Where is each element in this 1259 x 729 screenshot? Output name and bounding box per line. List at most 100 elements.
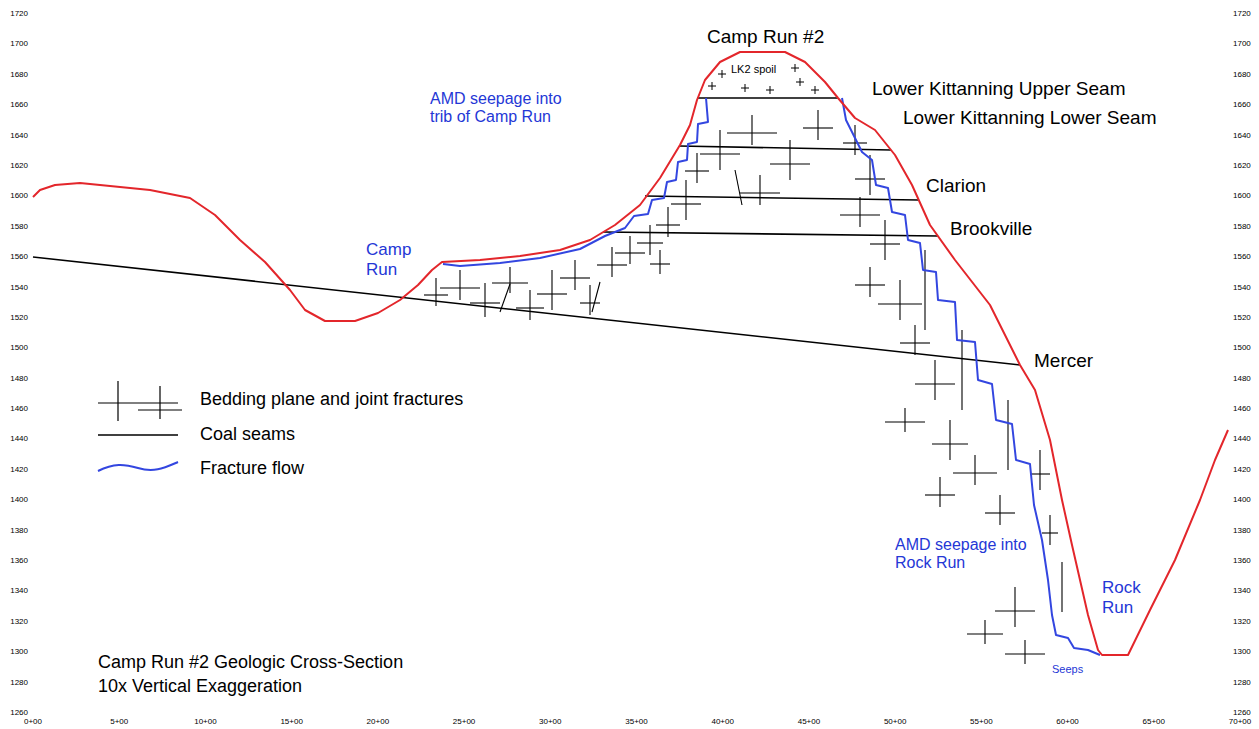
fracture-line <box>1005 653 1045 654</box>
fracture-line <box>537 293 567 294</box>
axis-tick-label: 1460 <box>0 404 28 413</box>
seepage-label: AMD seepage into Rock Run <box>895 536 1040 573</box>
axis-tick-label: 1360 <box>0 556 28 565</box>
fracture-line <box>914 325 915 355</box>
axis-tick-label: 0+00 <box>13 717 53 726</box>
axis-tick-label: 1340 <box>1233 586 1251 595</box>
fracture-line <box>789 140 790 180</box>
legend-swatch <box>98 462 178 471</box>
spoil-mark <box>708 82 716 90</box>
fracture-line <box>900 342 930 343</box>
axis-tick-label: 1640 <box>0 131 28 140</box>
axis-tick-label: 1640 <box>1233 131 1251 140</box>
axis-tick-label: 1540 <box>1233 283 1251 292</box>
fracture-line <box>751 115 752 145</box>
axis-tick-label: 5+00 <box>99 717 139 726</box>
axis-tick-label: 1400 <box>0 495 28 504</box>
section-title: Camp Run #2 Geologic Cross-Section <box>98 652 403 673</box>
axis-tick-label: 1440 <box>0 434 28 443</box>
seam-label: Mercer <box>1034 350 1093 372</box>
axis-tick-label: 1340 <box>0 586 28 595</box>
fracture-line <box>516 307 544 308</box>
fracture-line <box>855 284 885 285</box>
fracture-line <box>685 170 709 171</box>
axis-tick-label: 1280 <box>1233 678 1251 687</box>
axis-tick-label: 15+00 <box>272 717 312 726</box>
axis-tick-label: 1280 <box>0 678 28 687</box>
fracture-line <box>878 303 922 304</box>
fracture-line <box>1049 515 1050 545</box>
fracture-line <box>904 408 905 432</box>
legend-swatch <box>98 381 182 421</box>
legend-text: Coal seams <box>200 424 295 445</box>
fracture-line <box>817 110 818 140</box>
axis-tick-label: 1260 <box>0 708 28 717</box>
fracture-line <box>727 132 777 133</box>
ground-surface <box>33 52 1228 655</box>
axis-tick-label: 1560 <box>0 252 28 261</box>
axis-tick-label: 1300 <box>1233 647 1251 656</box>
fracture-line <box>869 155 870 195</box>
fracture-line <box>492 282 528 283</box>
fracture-line <box>939 477 940 507</box>
fracture-line <box>932 443 968 444</box>
fracture-line <box>700 153 740 154</box>
fracture-line <box>934 360 935 400</box>
fracture-line <box>671 203 701 204</box>
fracture-line <box>985 512 1015 513</box>
axis-tick-label: 1420 <box>0 465 28 474</box>
axis-tick-label: 1480 <box>0 374 28 383</box>
fracture-line <box>859 197 860 227</box>
axis-tick-label: 20+00 <box>358 717 398 726</box>
fracture-line <box>1024 640 1025 664</box>
spoil-mark <box>718 70 726 78</box>
fracture-line <box>685 180 686 220</box>
fracture-line <box>1030 473 1050 474</box>
fracture-line <box>870 243 900 244</box>
axis-tick-label: 35+00 <box>616 717 656 726</box>
fracture-line <box>615 252 645 253</box>
axis-tick-label: 60+00 <box>1048 717 1088 726</box>
axis-tick-label: 1500 <box>1233 343 1251 352</box>
fracture-line <box>529 290 530 320</box>
fracture-line <box>869 267 870 297</box>
axis-tick-label: 1520 <box>0 313 28 322</box>
fracture-line <box>589 285 590 315</box>
fracture-line <box>899 280 900 320</box>
axis-tick-label: 1460 <box>1233 404 1251 413</box>
fracture-line <box>1042 532 1058 533</box>
axis-tick-label: 1700 <box>0 39 28 48</box>
axis-tick-label: 1320 <box>1233 617 1251 626</box>
fracture-line <box>440 287 480 288</box>
fracture-line <box>984 620 985 644</box>
axis-tick-label: 1260 <box>1233 708 1251 717</box>
axis-tick-label: 1380 <box>1233 526 1251 535</box>
legend-text: Bedding plane and joint fractures <box>200 389 463 410</box>
axis-tick-label: 40+00 <box>703 717 743 726</box>
fracture-line <box>759 175 760 205</box>
fracture-line <box>1061 562 1062 612</box>
coal-seam <box>645 196 919 200</box>
fracture-line <box>470 302 500 303</box>
coal-seam <box>697 97 838 99</box>
fracture-line <box>659 250 660 274</box>
axis-tick-label: 1600 <box>0 191 28 200</box>
coal-seam <box>603 232 938 236</box>
fracture-line <box>592 282 600 312</box>
fracture-line <box>735 170 742 205</box>
fracture-line <box>649 225 650 255</box>
fracture-line <box>650 263 670 264</box>
axis-tick-label: 1400 <box>1233 495 1251 504</box>
axis-tick-label: 1360 <box>1233 556 1251 565</box>
fracture-line <box>656 224 680 225</box>
fracture-line <box>967 633 1003 634</box>
fracture-line <box>580 302 600 303</box>
fracture-line <box>953 472 997 473</box>
fracture-line <box>803 127 833 128</box>
legend-swatch <box>98 434 178 436</box>
axis-tick-label: 1600 <box>1233 191 1251 200</box>
seam-label: Brookville <box>950 218 1032 240</box>
seam-label: Lower Kittanning Upper Seam <box>872 78 1125 100</box>
fracture-line <box>885 421 925 422</box>
